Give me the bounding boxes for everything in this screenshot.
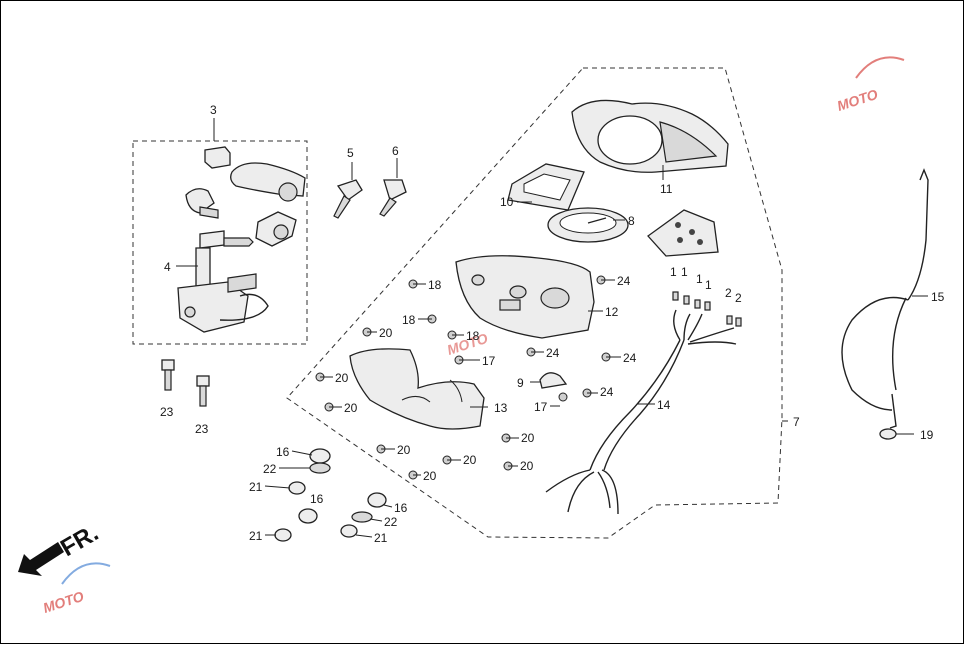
callout-17b: 17 xyxy=(534,400,548,414)
callout-12: 12 xyxy=(605,305,619,319)
callout-6: 6 xyxy=(392,144,399,158)
callout-24c: 24 xyxy=(623,351,637,365)
callout-20f: 20 xyxy=(463,453,477,467)
callout-1c: 1 xyxy=(696,272,703,286)
callout-5: 5 xyxy=(347,146,354,160)
screws xyxy=(315,275,611,480)
meter-case-12 xyxy=(455,255,595,339)
callout-11: 11 xyxy=(660,182,673,196)
callout-4: 4 xyxy=(164,260,171,274)
callout-20c: 20 xyxy=(344,401,358,415)
callout-13: 13 xyxy=(494,401,508,415)
indicator-panel xyxy=(647,209,719,257)
callout-23-left: 23 xyxy=(160,405,174,419)
callout-20e: 20 xyxy=(423,469,437,483)
clamp-9 xyxy=(539,372,568,389)
bolt-23-right xyxy=(196,375,210,407)
callout-21b: 21 xyxy=(249,529,263,543)
callout-21a: 21 xyxy=(249,480,263,494)
callout-16a: 16 xyxy=(276,445,290,459)
key-6 xyxy=(379,179,407,217)
bulbs-2 xyxy=(726,315,742,327)
callout-8: 8 xyxy=(628,214,635,228)
callout-18a: 18 xyxy=(428,278,442,292)
callout-20a: 20 xyxy=(379,326,393,340)
callout-7: 7 xyxy=(793,415,800,429)
callout-22a: 22 xyxy=(263,462,277,476)
callout-24b: 24 xyxy=(546,346,560,360)
callout-2b: 2 xyxy=(735,291,742,305)
callout-21c: 21 xyxy=(374,531,388,545)
front-direction-arrow xyxy=(18,542,64,576)
callout-2a: 2 xyxy=(725,286,732,300)
callout-20b: 20 xyxy=(335,371,349,385)
callout-18c: 18 xyxy=(466,329,480,343)
lower-cover-13 xyxy=(349,348,485,430)
meter-assembly-boundary xyxy=(286,67,783,539)
callout-24a: 24 xyxy=(617,274,631,288)
callout-20h: 20 xyxy=(520,459,534,473)
callout-3: 3 xyxy=(210,103,217,117)
callout-1d: 1 xyxy=(705,278,712,292)
callout-18b: 18 xyxy=(402,313,416,327)
callout-24d: 24 xyxy=(600,385,614,399)
callout-19: 19 xyxy=(920,428,934,442)
bulbs-1 xyxy=(672,291,711,311)
bolt-23-left xyxy=(161,359,175,391)
wire-harness-14 xyxy=(545,309,737,515)
callout-10: 10 xyxy=(500,195,514,209)
callout-23-right: 23 xyxy=(195,422,209,436)
callout-15: 15 xyxy=(931,290,945,304)
face-plate-10 xyxy=(507,163,585,211)
callout-14: 14 xyxy=(657,398,671,412)
callout-1a: 1 xyxy=(670,265,677,279)
callout-22b: 22 xyxy=(384,515,398,529)
callout-leaders xyxy=(264,279,621,538)
ignition-switch-group xyxy=(177,146,306,333)
callout-16c: 16 xyxy=(394,501,408,515)
speedometer-gauge-8 xyxy=(547,207,629,243)
speedometer-cable-15 xyxy=(841,168,929,440)
key-5 xyxy=(333,179,363,219)
callout-9: 9 xyxy=(517,376,524,390)
meter-cover-11 xyxy=(571,99,729,173)
grommets xyxy=(274,448,387,542)
callout-17a: 17 xyxy=(482,354,496,368)
ignition-group-box xyxy=(132,140,308,345)
callout-1b: 1 xyxy=(681,265,688,279)
callout-16b: 16 xyxy=(310,492,324,506)
callout-20g: 20 xyxy=(521,431,535,445)
callout-20d: 20 xyxy=(397,443,411,457)
